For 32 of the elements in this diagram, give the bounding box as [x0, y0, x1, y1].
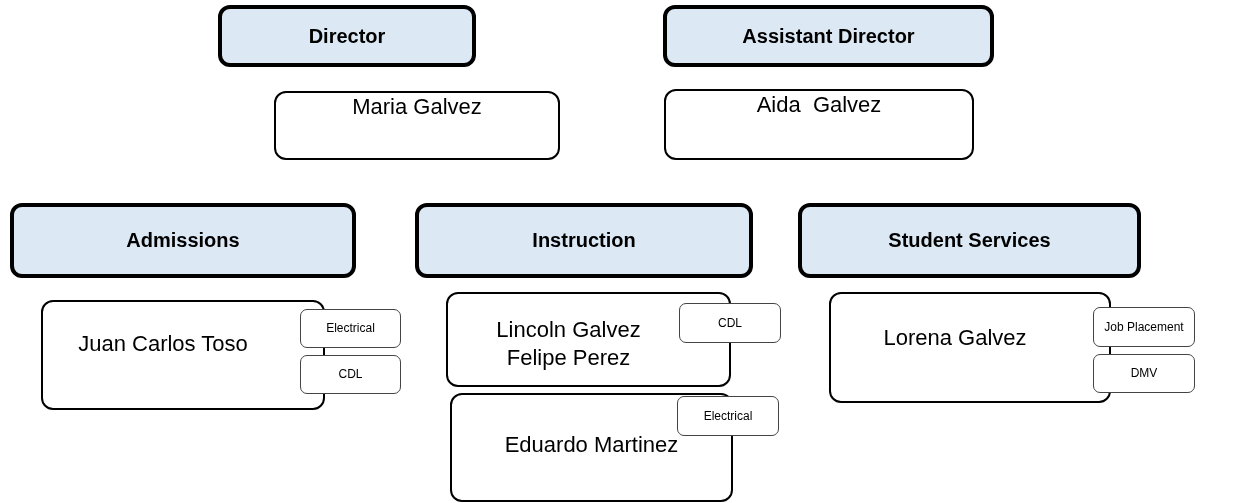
- department-header: [663, 5, 994, 67]
- program-tag: [679, 303, 781, 343]
- staff-name: Juan Carlos Toso: [78, 330, 248, 358]
- program-tag: [300, 355, 401, 394]
- program-label: Electrical: [326, 321, 375, 336]
- program-tag: [300, 309, 401, 348]
- program-label: DMV: [1130, 366, 1158, 381]
- staff-name: Felipe Perez: [506, 343, 631, 371]
- department-title: Director: [308, 23, 386, 49]
- staff-box: [274, 91, 560, 160]
- program-tag: [1093, 307, 1195, 347]
- department-title: Assistant Director: [742, 23, 915, 49]
- department-title: Admissions: [126, 228, 240, 253]
- program-label: Electrical: [703, 408, 753, 424]
- department-header: [415, 203, 753, 278]
- staff-name: Lorena Galvez: [883, 324, 1027, 352]
- department-header: [10, 203, 356, 278]
- department-title: Instruction: [532, 228, 636, 253]
- staff-name: Lincoln Galvez: [496, 316, 641, 344]
- program-label: Job Placement: [1104, 319, 1184, 335]
- program-tag: [1093, 354, 1195, 393]
- department-header: [218, 5, 476, 67]
- staff-name: Maria Galvez: [352, 93, 482, 121]
- department-title: Student Services: [888, 228, 1051, 253]
- staff-box: [664, 89, 974, 160]
- program-tag: [677, 396, 779, 436]
- staff-name: Aida Galvez: [756, 91, 882, 119]
- staff-box: [41, 300, 325, 410]
- staff-name: Eduardo Martinez: [504, 431, 679, 459]
- department-header: [798, 203, 1141, 278]
- program-label: CDL: [718, 315, 742, 331]
- program-label: CDL: [338, 367, 363, 382]
